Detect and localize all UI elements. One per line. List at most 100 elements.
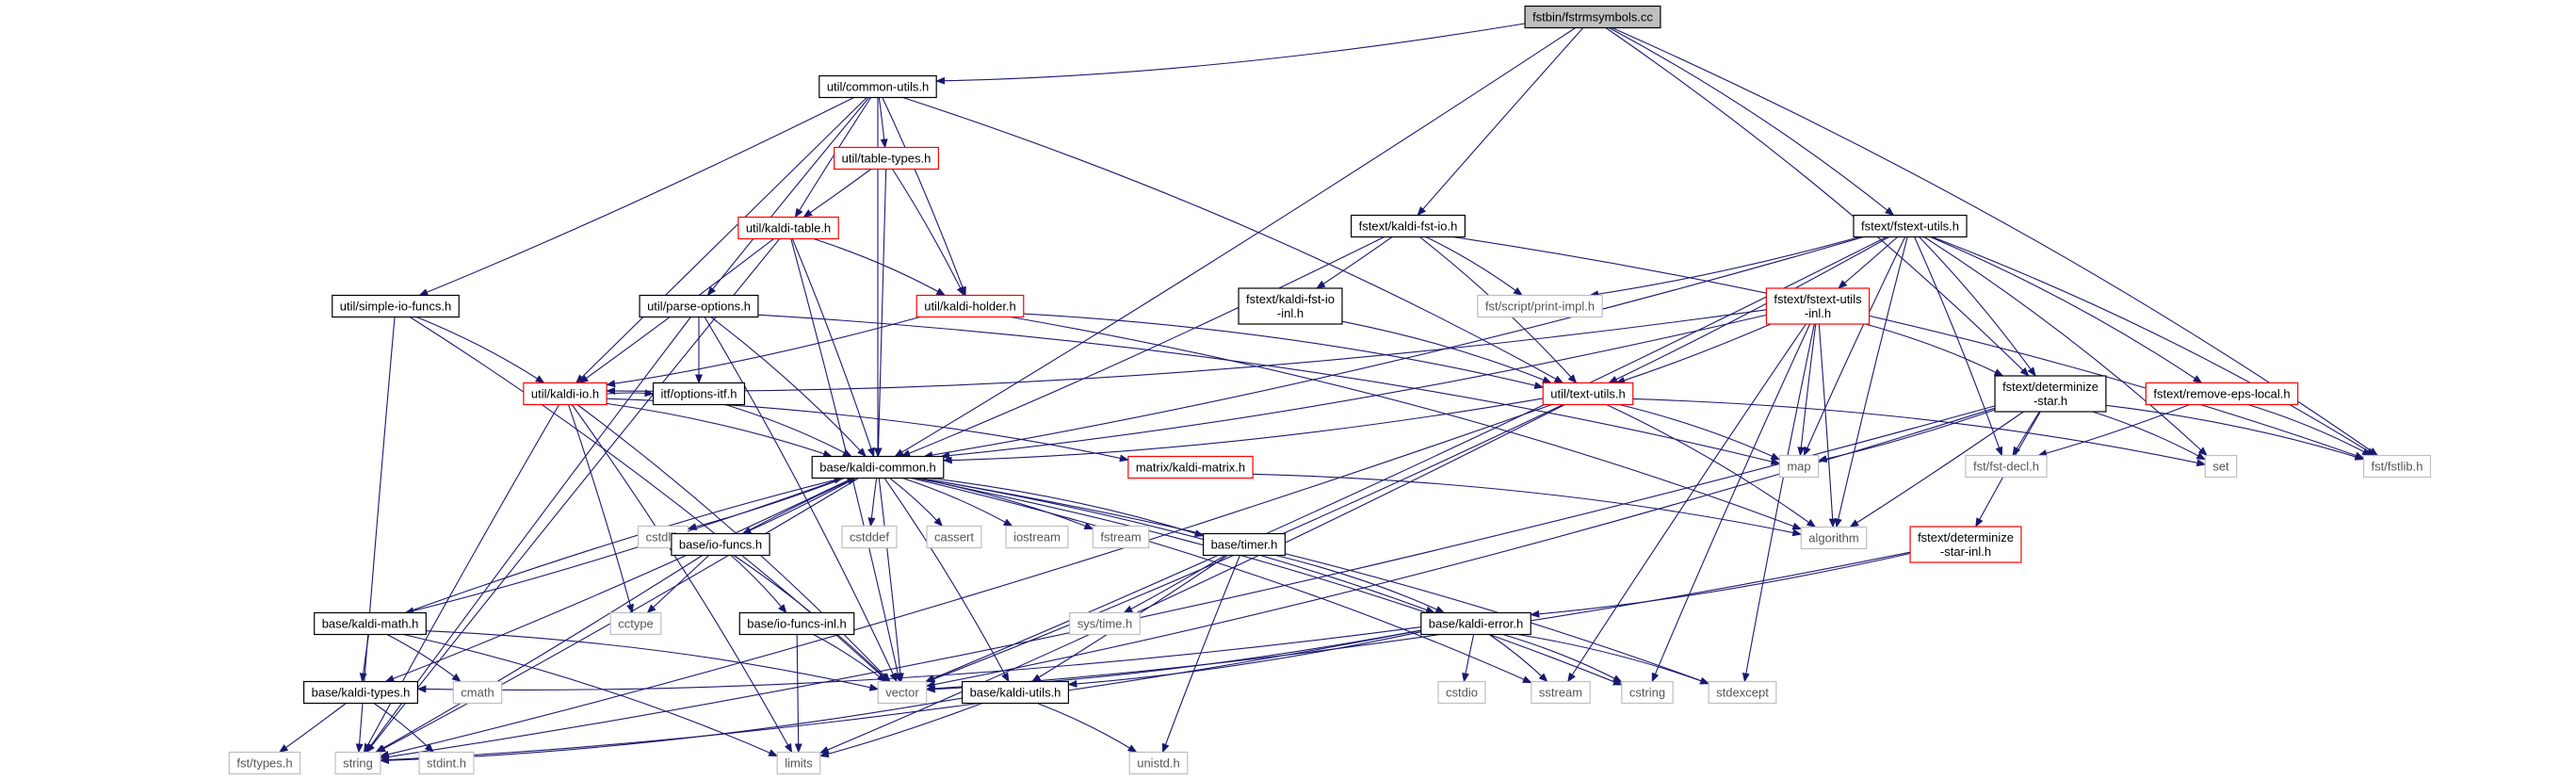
node-text-utils[interactable]: util/text-utils.h (1542, 382, 1634, 406)
edge-kaldi-common-to-kaldi-error (918, 477, 1435, 614)
node-cstring: cstring (1621, 680, 1674, 705)
node-box (1005, 525, 1069, 549)
edge-determinize-star-inl-to-vector (925, 551, 1911, 692)
edge-simple-io-to-kaldi-io (416, 316, 545, 384)
node-io-funcs[interactable]: base/io-funcs.h (671, 532, 770, 557)
node-kaldi-holder[interactable]: util/kaldi-holder.h (915, 294, 1025, 318)
node-box (1351, 214, 1466, 238)
node-label: cstddef (850, 530, 889, 544)
node-cstddef: cstddef (841, 525, 898, 549)
nodes-layer: fstbin/fstrmsymbols.cc util/common-utils.… (228, 5, 2432, 775)
edge-fstext-utils-inl-to-determinize-star (1865, 323, 2004, 377)
node-kaldi-fst-io[interactable]: fstext/kaldi-fst-io.h (1351, 214, 1466, 238)
node-box (1542, 382, 1634, 406)
node-fst-types: fst/types.h (228, 751, 301, 775)
edge-kaldi-common-to-cassert (889, 478, 944, 528)
node-box (1708, 680, 1777, 705)
node-box (1994, 375, 2107, 413)
edge-fstext-utils-inl-to-cstring (1651, 323, 1811, 683)
node-vector: vector (877, 680, 928, 705)
edge-text-utils-to-vector (925, 404, 1563, 683)
node-kaldi-fst-io-inl[interactable]: fstext/kaldi-fst-io-inl.h (1238, 287, 1343, 325)
node-label: base/io-funcs.h (679, 538, 762, 552)
edge-root-to-kaldi-common (894, 27, 1577, 458)
edge-kaldi-table-to-kaldi-holder (813, 237, 947, 296)
edge-fstext-utils-to-kaldi-common (923, 236, 1864, 459)
node-box (2204, 454, 2238, 479)
node-kaldi-utils[interactable]: base/kaldi-utils.h (961, 680, 1070, 705)
node-box (1202, 532, 1287, 557)
node-table-types[interactable]: util/table-types.h (834, 146, 939, 171)
node-box (737, 216, 839, 240)
edge-common-utils-to-simple-io (418, 97, 854, 297)
node-kaldi-error[interactable]: base/kaldi-error.h (1420, 611, 1531, 636)
edge-fstext-utils-inl-to-sstream (1567, 323, 1806, 683)
node-label: sstream (1539, 686, 1582, 700)
edge-kaldi-io-to-kaldi-matrix (607, 398, 1129, 463)
edge-kaldi-error-to-kaldi-types (416, 626, 1421, 693)
edge-fstext-utils-to-fst-decl (1914, 236, 2003, 457)
node-label: fstext/determinize (2002, 380, 2098, 394)
node-parse-options[interactable]: util/parse-options.h (639, 294, 759, 318)
edge-fstext-utils-inl-to-text-utils (1615, 323, 1772, 384)
node-kaldi-io[interactable]: util/kaldi-io.h (523, 382, 608, 406)
node-box (1765, 287, 1871, 325)
node-label: base/timer.h (1211, 538, 1278, 552)
node-kaldi-common[interactable]: base/kaldi-common.h (811, 455, 945, 479)
node-label: base/io-funcs-inl.h (747, 617, 847, 631)
node-kaldi-types[interactable]: base/kaldi-types.h (303, 680, 418, 705)
node-cassert: cassert (926, 525, 982, 549)
node-label: cassert (934, 530, 974, 544)
node-kaldi-math[interactable]: base/kaldi-math.h (314, 611, 427, 636)
node-simple-io[interactable]: util/simple-io-funcs.h (332, 294, 460, 318)
node-box (738, 611, 855, 636)
node-kaldi-table[interactable]: util/kaldi-table.h (737, 216, 839, 240)
edge-fstext-utils-to-set (1923, 236, 2208, 457)
node-box (1092, 525, 1150, 549)
node-label: fst/fstlib.h (2372, 460, 2423, 474)
node-root[interactable]: fstbin/fstrmsymbols.cc (1524, 5, 1661, 29)
edge-kaldi-common-to-cstring (915, 477, 1623, 686)
edge-text-utils-to-limits (818, 404, 1565, 754)
node-algorithm: algorithm (1800, 526, 1868, 550)
node-label: -inl.h (1277, 306, 1304, 320)
node-remove-eps[interactable]: fstext/remove-eps-local.h (2145, 382, 2299, 406)
edge-kaldi-error-to-kaldi-utils (1067, 631, 1421, 688)
node-box (961, 680, 1070, 705)
node-label: fst/script/print-impl.h (1485, 300, 1595, 314)
edge-fstext-utils-to-fstlib (1932, 236, 2376, 457)
edge-kaldi-common-to-vector (878, 478, 904, 683)
node-options-itf[interactable]: itf/options-itf.h (652, 382, 746, 406)
node-label: vector (885, 686, 919, 700)
edge-determinize-star-to-fst-decl (2012, 411, 2040, 457)
edge-common-utils-to-parse-options (706, 97, 870, 297)
node-determinize-star[interactable]: fstext/determinize-star.h (1994, 375, 2107, 413)
edge-timer-to-unistd (1161, 555, 1240, 754)
node-box (1127, 455, 1254, 479)
edge-kaldi-io-to-options-itf (607, 389, 655, 398)
node-fstext-utils[interactable]: fstext/fstext-utils.h (1853, 214, 1968, 238)
node-box (303, 680, 418, 705)
node-common-utils[interactable]: util/common-utils.h (818, 74, 937, 99)
node-timer[interactable]: base/timer.h (1202, 532, 1287, 557)
node-box (1128, 751, 1189, 775)
edge-kaldi-math-to-limits (403, 633, 779, 757)
node-label: sys/time.h (1077, 617, 1133, 631)
edge-kaldi-io-to-limits (571, 404, 793, 754)
node-cctype: cctype (609, 611, 662, 636)
node-box (1800, 526, 1868, 550)
node-sys-time: sys/time.h (1069, 611, 1141, 636)
node-print-impl: fst/script/print-impl.h (1477, 294, 1603, 318)
node-kaldi-matrix[interactable]: matrix/kaldi-matrix.h (1127, 455, 1254, 479)
node-fstext-utils-inl[interactable]: fstext/fstext-utils-inl.h (1765, 287, 1871, 325)
edge-fstext-utils-to-fstext-utils-inl (1838, 236, 1899, 289)
edge-kaldi-common-to-cstddef (867, 478, 878, 528)
node-determinize-star-inl[interactable]: fstext/determinize-star-inl.h (1909, 526, 2022, 563)
node-io-funcs-inl[interactable]: base/io-funcs-inl.h (738, 611, 855, 636)
edge-kaldi-error-to-string (379, 629, 1421, 764)
edge-kaldi-types-to-fst-types (278, 703, 347, 754)
node-label: stdint.h (427, 756, 466, 771)
edge-kaldi-utils-to-limits (818, 702, 982, 758)
edge-kaldi-matrix-to-algorithm (1253, 473, 1803, 537)
edge-determinize-star-to-fstlib (2105, 404, 2365, 461)
